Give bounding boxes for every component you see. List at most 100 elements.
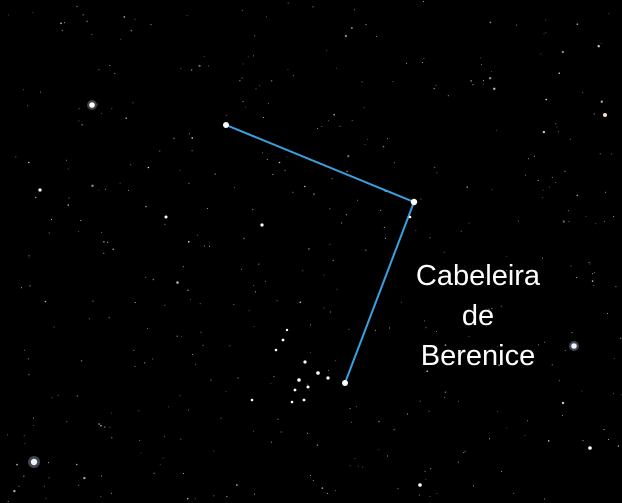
background-star (180, 68, 182, 69)
background-star (383, 226, 385, 228)
background-star (61, 29, 64, 32)
background-star (313, 193, 315, 195)
background-star (252, 430, 254, 432)
background-star (388, 327, 390, 329)
background-star (545, 98, 547, 101)
background-star (518, 220, 519, 222)
background-star (226, 496, 228, 498)
background-star (527, 158, 529, 160)
background-star (111, 437, 113, 439)
background-star (100, 496, 102, 497)
background-star (480, 57, 482, 59)
background-star (176, 281, 179, 284)
background-star (309, 389, 310, 391)
background-star (29, 285, 31, 287)
background-star (266, 16, 267, 18)
background-star (564, 350, 566, 351)
background-star (488, 77, 492, 80)
background-star (457, 461, 459, 463)
background-star (213, 450, 215, 452)
background-star (258, 263, 260, 265)
star-gamma (342, 380, 348, 386)
background-star (277, 418, 279, 420)
background-star (547, 440, 550, 442)
background-star (493, 87, 496, 91)
background-star (242, 101, 244, 103)
background-star (278, 161, 281, 164)
background-star (500, 305, 502, 307)
background-star (203, 245, 205, 247)
background-star (159, 463, 161, 465)
field-star (571, 343, 577, 349)
background-star (361, 81, 363, 83)
background-star (186, 15, 188, 16)
background-star (351, 27, 353, 29)
background-star (326, 493, 328, 494)
background-star (18, 485, 20, 487)
background-star (22, 89, 24, 91)
background-star (307, 432, 309, 434)
background-star (424, 320, 425, 322)
background-star (593, 285, 595, 286)
background-star (152, 278, 155, 281)
background-star (188, 409, 189, 411)
label-line-1: Cabeleira (415, 260, 541, 292)
background-star (152, 358, 154, 360)
background-star (475, 356, 477, 358)
background-star (591, 273, 593, 275)
background-star (335, 490, 336, 492)
background-star (605, 191, 607, 193)
background-star (433, 87, 436, 90)
background-star (173, 137, 175, 140)
background-star (48, 477, 50, 479)
background-star (111, 492, 113, 494)
cluster-stars (164, 215, 412, 404)
background-star (112, 248, 114, 251)
background-star (591, 280, 594, 282)
background-star (39, 91, 41, 93)
constellation-label: Cabeleira de Berenice (398, 256, 558, 376)
background-star (299, 301, 302, 304)
background-star (236, 484, 238, 486)
background-star (107, 241, 109, 243)
background-star (600, 100, 603, 103)
background-star (558, 72, 561, 74)
background-star (220, 417, 222, 419)
background-star (397, 488, 399, 490)
cluster-star (303, 360, 307, 364)
background-star (147, 328, 148, 329)
background-star (66, 159, 68, 161)
background-star (97, 103, 99, 105)
background-star (424, 470, 426, 472)
background-star (8, 14, 10, 16)
background-star (570, 265, 572, 267)
background-star (180, 336, 182, 337)
background-star (321, 487, 324, 489)
background-star (150, 24, 152, 26)
background-star (16, 463, 18, 466)
background-star (210, 379, 212, 381)
background-star (354, 458, 356, 459)
background-star (226, 115, 228, 116)
cluster-star (285, 328, 289, 332)
background-star (483, 80, 484, 82)
background-star (120, 38, 122, 40)
background-star (76, 395, 79, 397)
cluster-star (293, 388, 297, 392)
background-star (329, 311, 331, 313)
background-star (506, 427, 508, 429)
background-star (92, 300, 94, 302)
background-star (393, 162, 395, 164)
background-star (495, 130, 497, 132)
background-star (130, 164, 132, 166)
background-star (349, 407, 351, 409)
background-star (130, 29, 133, 32)
background-star (310, 324, 312, 326)
background-star (27, 358, 29, 360)
background-star (134, 366, 136, 367)
background-star (255, 88, 257, 90)
background-star (429, 495, 431, 497)
background-star (287, 2, 289, 4)
background-star (189, 299, 191, 301)
background-star (428, 410, 430, 412)
